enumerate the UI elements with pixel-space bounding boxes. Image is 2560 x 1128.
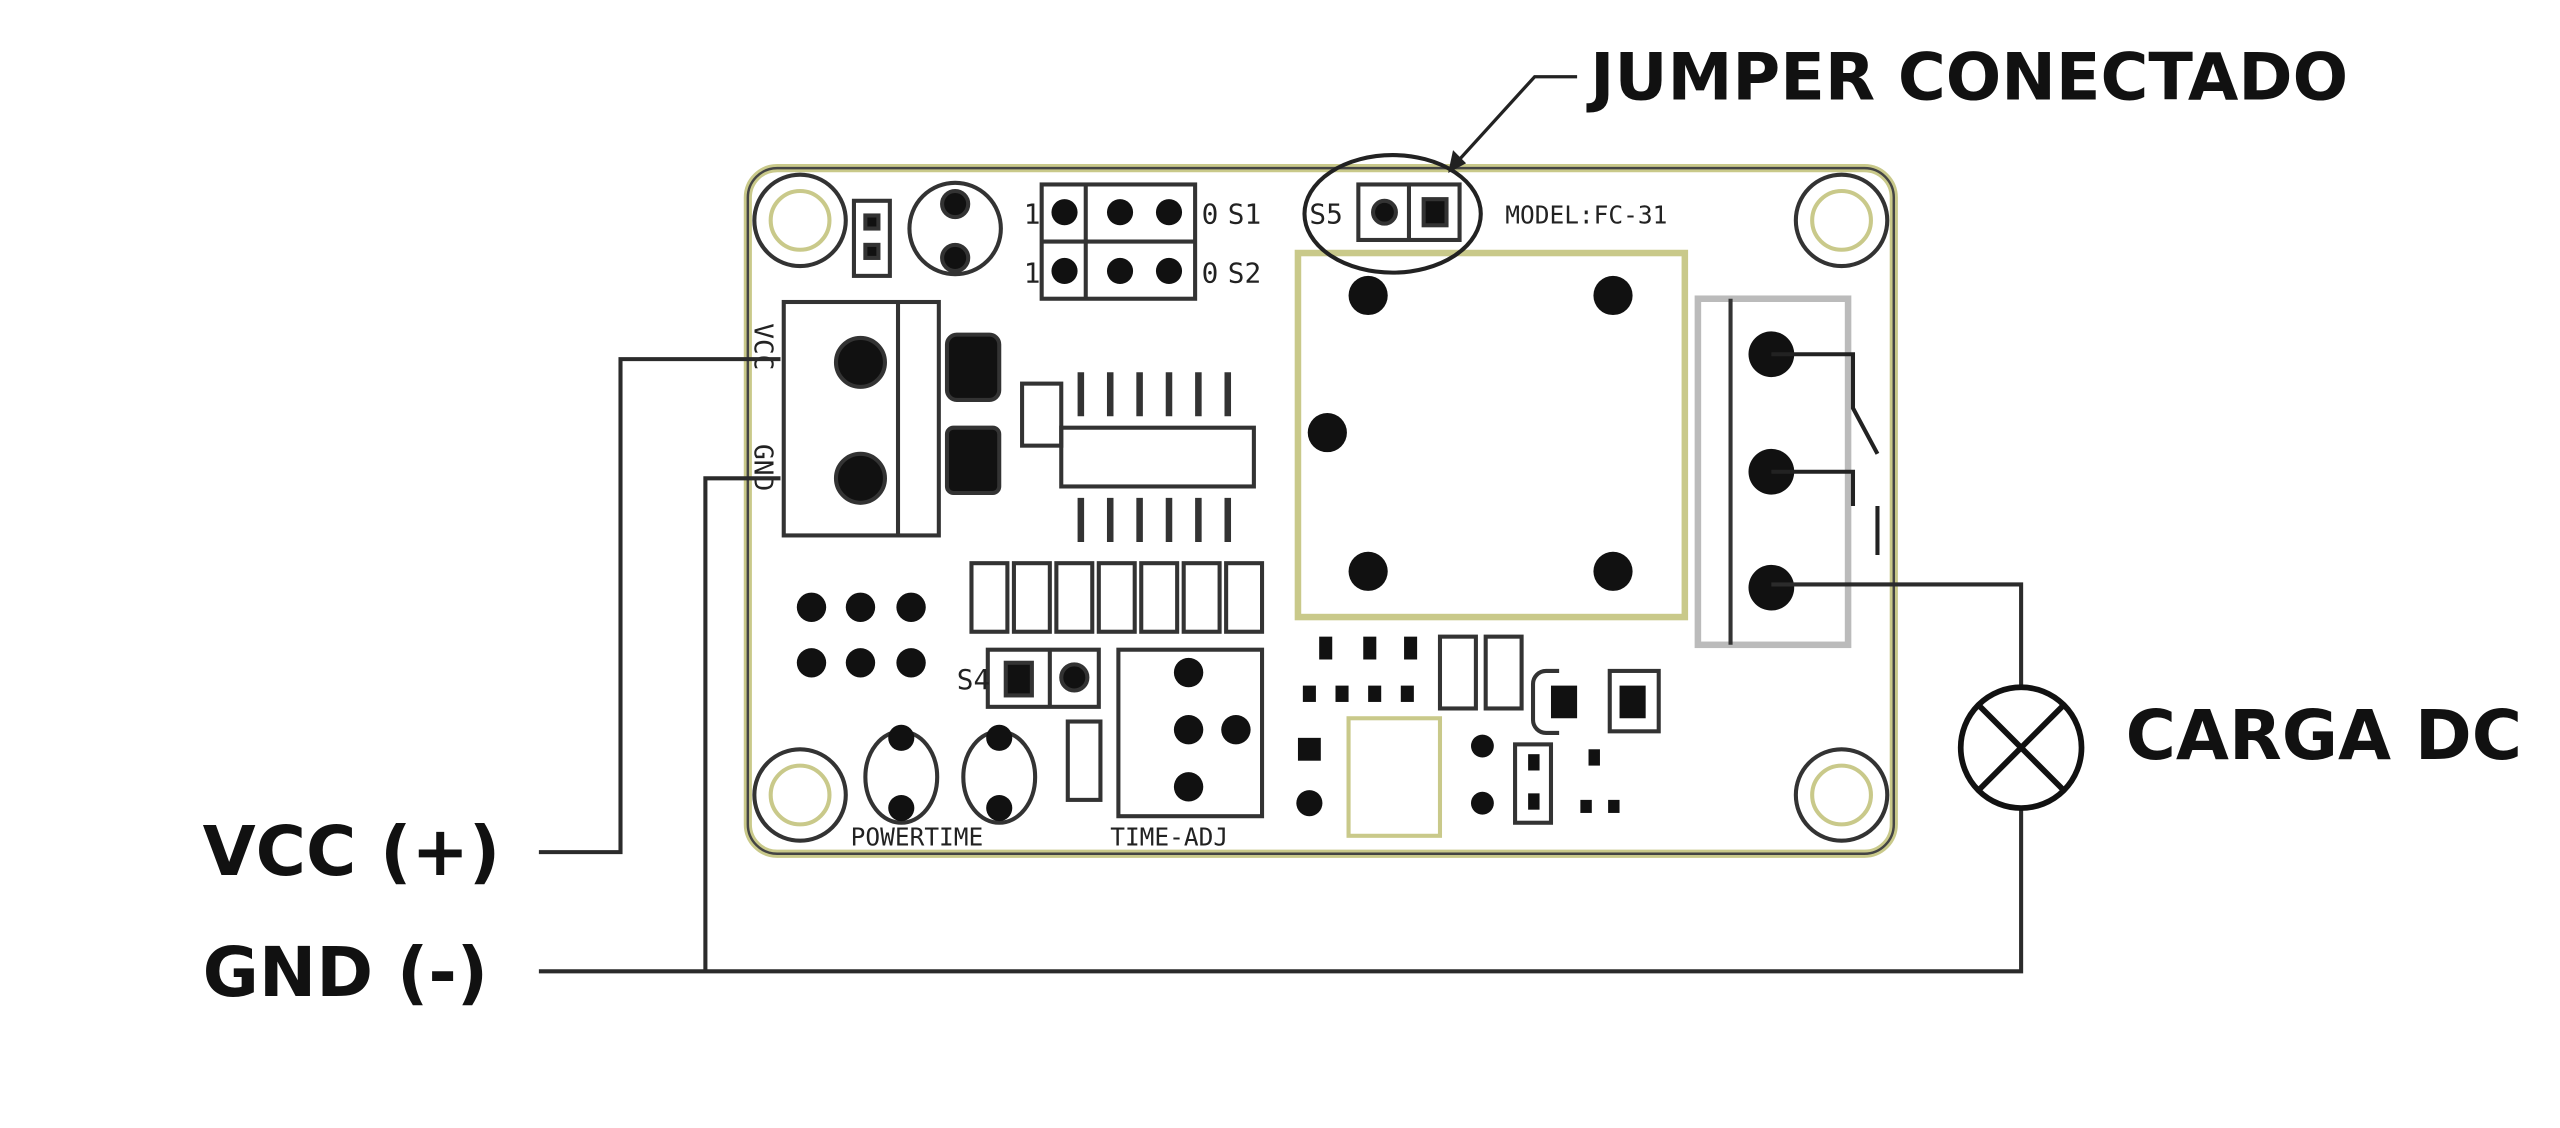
pcb-board	[743, 164, 1898, 858]
load-label: CARGA DC	[2126, 696, 2523, 776]
jumper-highlight-circle	[1302, 153, 1483, 275]
s2-label: S2	[1228, 256, 1261, 289]
power-terminal-block	[781, 299, 941, 538]
vcc-label: VCC (+)	[203, 812, 501, 892]
model-label: MODEL:FC-31	[1505, 201, 1667, 230]
jumper-pointer-line	[1451, 75, 1578, 168]
time-adj-label: TIME-ADJ	[1110, 823, 1228, 852]
gnd-label: GND (-)	[203, 933, 489, 1013]
time-adjust-potentiometer	[1116, 647, 1265, 819]
powertime-label: POWERTIME	[851, 823, 984, 852]
wires	[538, 357, 2024, 974]
gnd-pin-label: GND	[747, 444, 777, 491]
pin-label-0-s1: 0	[1202, 198, 1219, 231]
relay	[1294, 249, 1689, 621]
pin-label-1-s1: 1	[1024, 198, 1041, 231]
jumper-pointer-arrow-icon	[1448, 150, 1467, 174]
pin-label-0-s2: 0	[1202, 256, 1219, 289]
s1-label: S1	[1228, 198, 1261, 231]
gnd-wire-load	[538, 809, 2024, 974]
s5-label: S5	[1309, 198, 1342, 231]
vcc-pin-label: VCC	[747, 323, 777, 370]
jumper-label: JUMPER CONECTADO	[1586, 40, 2348, 116]
pin-label-1-s2: 1	[1024, 256, 1041, 289]
mounting-holes	[752, 172, 1890, 843]
load-wire-relay	[1771, 582, 2024, 686]
gnd-wire-board	[703, 476, 781, 972]
s4-label: S4	[957, 663, 990, 696]
lamp-icon	[1957, 684, 2085, 811]
vcc-wire	[538, 357, 781, 855]
